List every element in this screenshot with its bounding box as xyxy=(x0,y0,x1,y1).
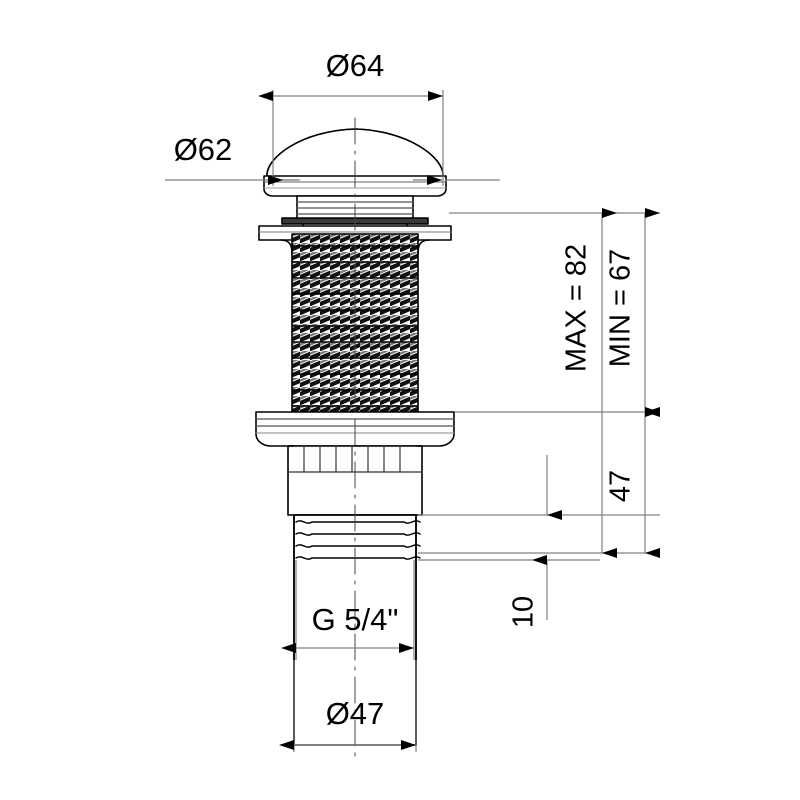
label-diameter-62: Ø62 xyxy=(174,132,233,167)
thread-band xyxy=(295,520,421,560)
dimension-diameter-64 xyxy=(258,90,444,186)
label-height-max: MAX = 82 xyxy=(561,244,593,372)
dimension-diameter-47 xyxy=(279,660,417,752)
label-diameter-64: Ø64 xyxy=(326,48,385,83)
part-geometry xyxy=(255,117,455,761)
vertical-ext-lines xyxy=(418,212,660,561)
label-length-47: 47 xyxy=(605,470,637,502)
label-diameter-47: Ø47 xyxy=(326,696,385,731)
dimension-layer xyxy=(165,90,660,752)
label-height-min: MIN = 67 xyxy=(605,249,637,367)
dimension-labels: Ø64 Ø62 MAX = 82 MIN = 67 47 10 G 5/4" Ø… xyxy=(174,48,637,731)
label-thread-g54: G 5/4" xyxy=(312,602,399,637)
label-thread-10: 10 xyxy=(508,596,540,628)
dimension-thread-g54 xyxy=(281,560,415,660)
